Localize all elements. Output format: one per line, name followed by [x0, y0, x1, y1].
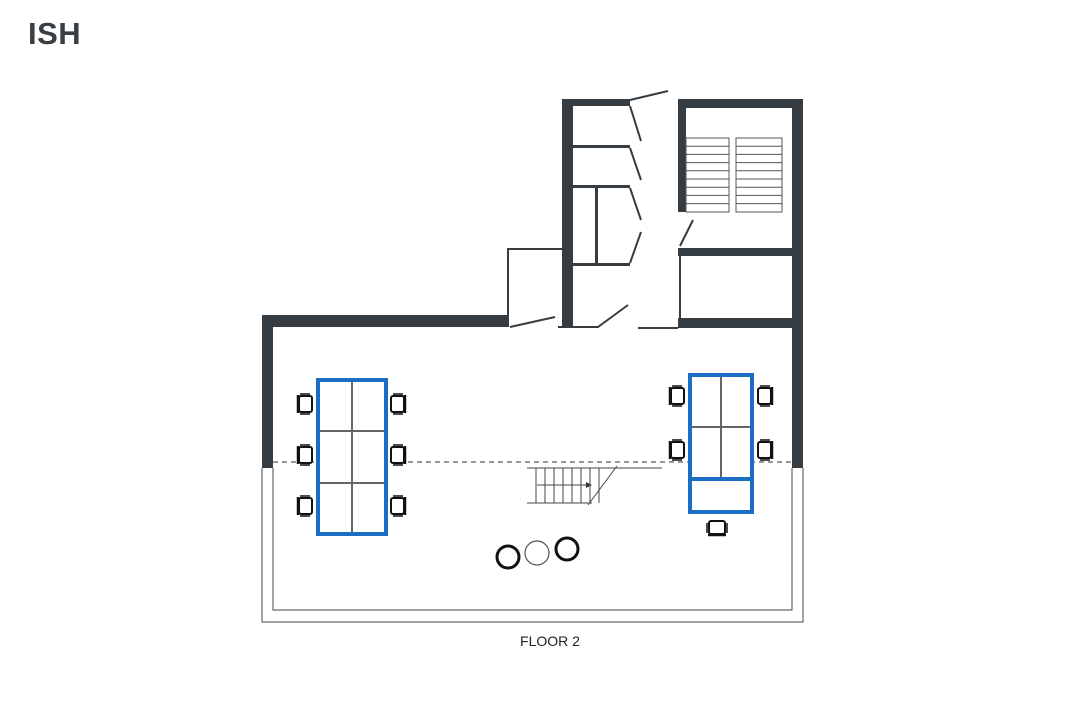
- stairwell: [685, 137, 783, 213]
- desk-cluster-left: [316, 378, 388, 536]
- chair-icon: [668, 385, 685, 407]
- chair-icon: [757, 385, 774, 407]
- chair-icon: [390, 393, 407, 415]
- chair-icon: [390, 444, 407, 466]
- chair-icon: [706, 520, 728, 537]
- door-swings: [509, 90, 694, 329]
- chair-icon: [296, 393, 313, 415]
- chair-icon: [757, 439, 774, 461]
- logo-title: ISH: [28, 16, 82, 51]
- chairs: [296, 385, 774, 537]
- chair-icon: [296, 495, 313, 517]
- chair-icon: [668, 439, 685, 461]
- lounge-table: [495, 536, 580, 570]
- floor-label: FLOOR 2: [520, 633, 580, 649]
- walls: [262, 99, 803, 468]
- chair-icon: [296, 444, 313, 466]
- desk-cluster-right: [688, 373, 754, 514]
- internal-stairs: [527, 465, 662, 506]
- chair-icon: [390, 495, 407, 517]
